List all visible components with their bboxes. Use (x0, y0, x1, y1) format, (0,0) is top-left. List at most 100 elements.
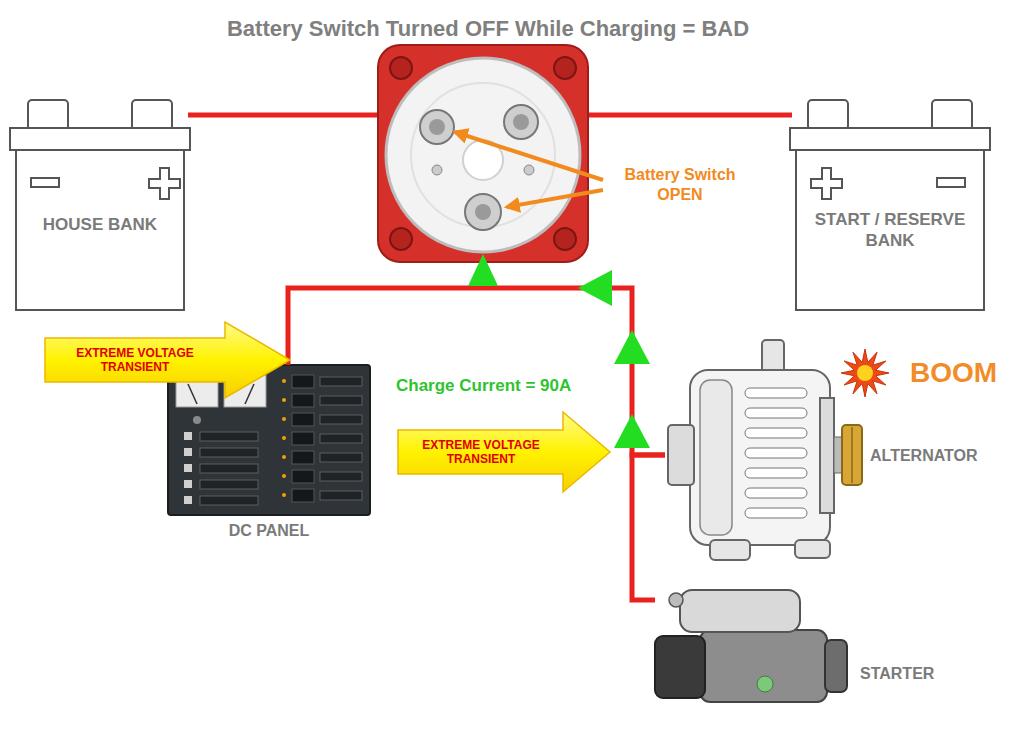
minus-symbol (31, 178, 59, 187)
cooling-slot (745, 468, 807, 478)
plus-symbol (811, 168, 842, 199)
arrow-shape (398, 412, 610, 492)
mounting-hole (554, 57, 576, 79)
indicator-led (282, 493, 286, 497)
current-arrow (468, 254, 650, 448)
wire-connector (632, 455, 665, 600)
mounting-hole (554, 228, 576, 250)
battery-body (16, 150, 184, 310)
wire (188, 115, 792, 290)
cooling-slot (745, 428, 807, 438)
alternator-terminal (668, 425, 694, 485)
callout-label: Battery Switch OPEN (610, 165, 750, 205)
switch-terminal-nut (429, 119, 445, 135)
label-plate (320, 396, 362, 405)
breaker-row (282, 375, 362, 502)
battery-symbol (790, 100, 990, 310)
screw (432, 165, 442, 175)
switch-terminal (465, 194, 501, 230)
title: Battery Switch Turned OFF While Charging… (0, 16, 976, 42)
mount-foot (710, 540, 750, 560)
battery-symbol (10, 100, 190, 310)
breaker (292, 394, 314, 407)
warning-text: EXTREME VOLTAGE TRANSIENT (406, 438, 556, 466)
breaker (292, 470, 314, 483)
meter-needle (188, 384, 197, 404)
breaker (292, 375, 314, 388)
current-arrow (614, 414, 650, 448)
selector-knob (193, 416, 201, 424)
breaker (292, 413, 314, 426)
alternator-housing (690, 370, 830, 545)
switch-housing (378, 45, 588, 262)
battery-terminal (28, 100, 68, 130)
label-plate (200, 432, 258, 441)
node-label: HOUSE BANK (20, 214, 180, 235)
label-plate (320, 377, 362, 386)
cooling-slot (745, 388, 807, 398)
end-cap (825, 640, 847, 692)
screw (524, 165, 534, 175)
label-plate (200, 496, 258, 505)
indicator-led (282, 379, 286, 383)
indicator-led (282, 455, 286, 459)
explosion-burst (841, 349, 889, 397)
label-plate (200, 480, 258, 489)
toggle-switch (184, 496, 192, 504)
leader-arrow (507, 190, 603, 207)
starter-motor (700, 630, 827, 702)
current-arrow (614, 330, 650, 364)
cooling-slot (745, 488, 807, 498)
battery-bank: START / RESERVE BANK (790, 100, 990, 310)
explosion-symbol (841, 349, 889, 397)
alternator: ALTERNATOR (665, 340, 875, 560)
starter-terminal (669, 593, 683, 607)
node-label: STARTER (860, 664, 980, 683)
meter-needle (245, 384, 254, 404)
switch-terminal-nut (475, 204, 491, 220)
cooling-slot (745, 508, 807, 518)
cooling-slot (745, 408, 807, 418)
leader-arrow (455, 132, 603, 180)
indicator-led (282, 436, 286, 440)
label-plate (320, 491, 362, 500)
dc-panel: DC PANEL (168, 365, 370, 515)
solenoid (680, 590, 800, 632)
boom-label: BOOM (910, 357, 1015, 389)
pulley-groove (851, 427, 853, 483)
label-plate (200, 448, 258, 457)
label-plate (320, 434, 362, 443)
switch-terminal (420, 110, 454, 144)
switch-terminal-nut (513, 114, 529, 130)
plus-symbol (149, 168, 180, 199)
battery-body (796, 150, 984, 310)
node-label: START / RESERVE BANK (805, 209, 975, 251)
alternator-illustration (668, 340, 862, 560)
current-label: Charge Current = 90A (396, 376, 626, 396)
starter-drive (655, 636, 705, 698)
front-plate (820, 398, 834, 513)
indicator-led (282, 417, 286, 421)
warning-text: EXTREME VOLTAGE TRANSIENT (60, 346, 210, 374)
node-label: ALTERNATOR (870, 446, 1010, 465)
battery-lid (790, 128, 990, 150)
starter-illustration (655, 590, 847, 702)
panel-plate (168, 365, 370, 515)
toggle-switch (184, 480, 192, 488)
pulley (842, 425, 862, 485)
rear-cap (700, 380, 732, 535)
indicator-led (282, 474, 286, 478)
dc-panel-illustration (168, 365, 370, 515)
switch-face-ring (411, 83, 555, 227)
battery-terminal (932, 100, 972, 130)
mounting-hole (390, 57, 412, 79)
warning-arrow: EXTREME VOLTAGE TRANSIENT (45, 322, 290, 398)
sticker (757, 676, 773, 692)
battery-lid (10, 128, 190, 150)
battery-switch (378, 45, 588, 262)
cooling-slot (745, 448, 807, 458)
indicator-led (282, 398, 286, 402)
label-plate (320, 453, 362, 462)
breaker (292, 432, 314, 445)
